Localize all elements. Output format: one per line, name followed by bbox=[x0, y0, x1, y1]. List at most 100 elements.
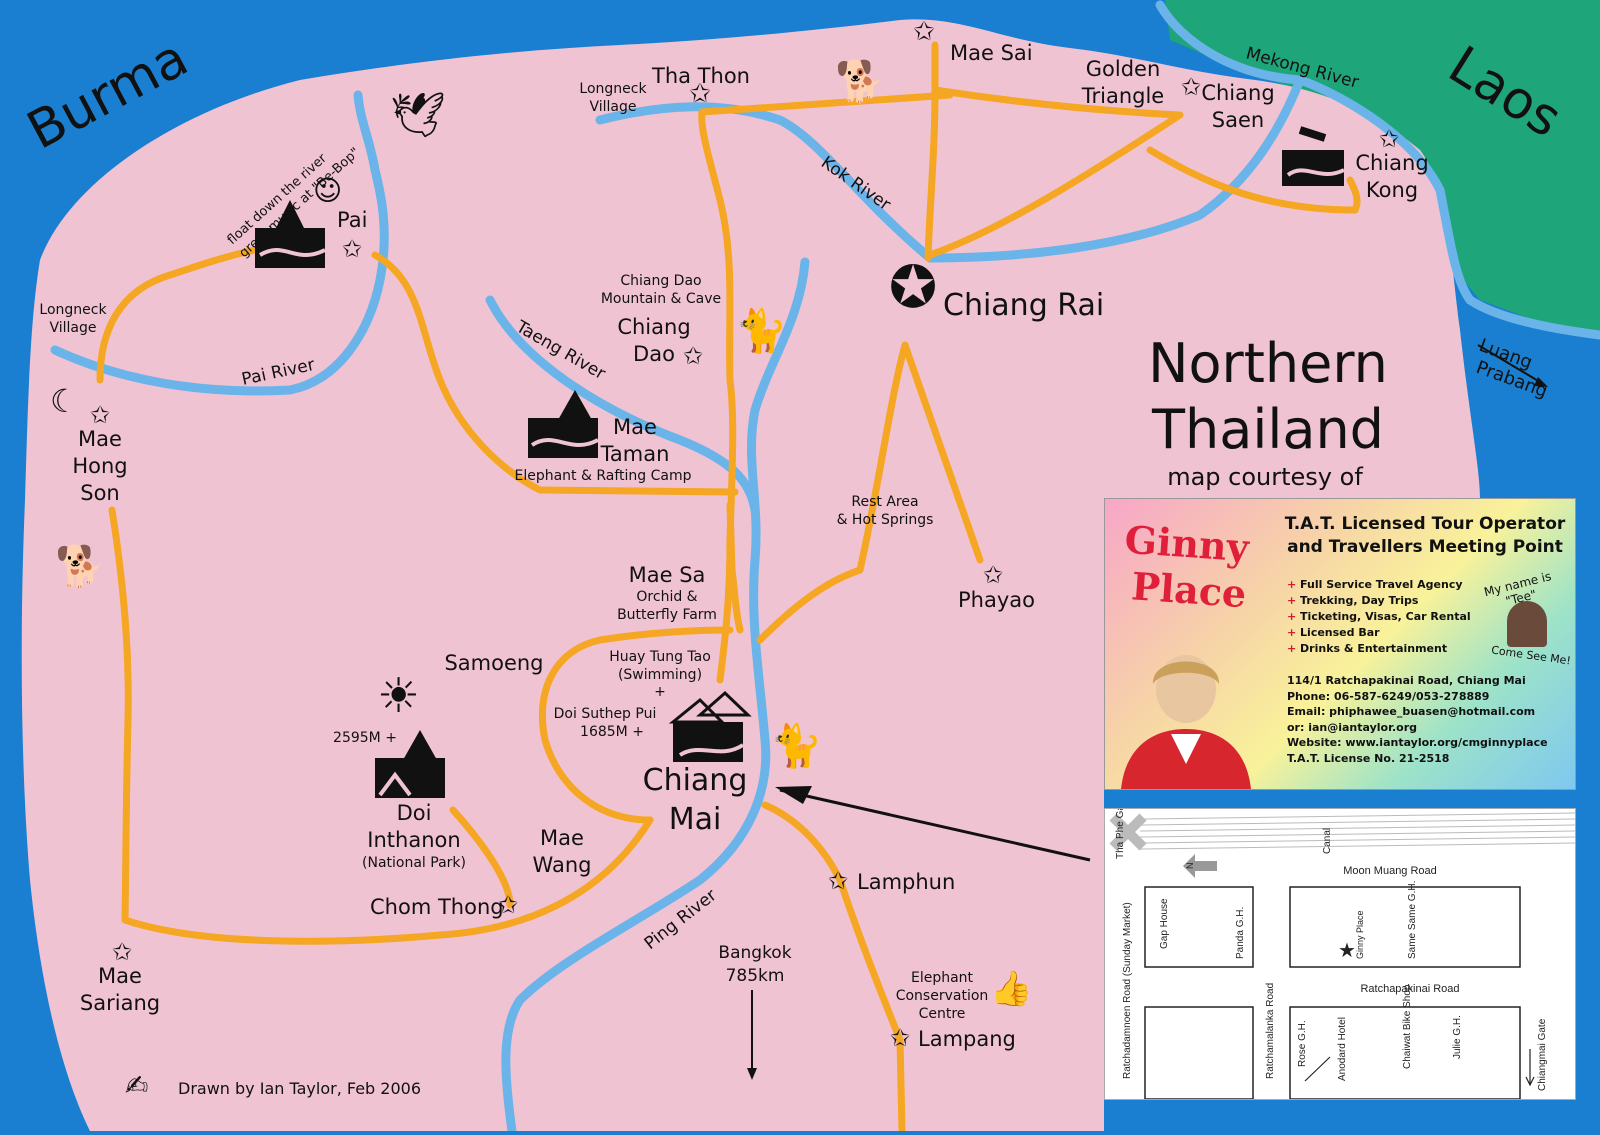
chiang-saen-2: Saen bbox=[1212, 108, 1264, 132]
mae-sariang-2: Sariang bbox=[80, 991, 160, 1015]
huay-tung-tao-3: + bbox=[654, 684, 666, 700]
star-icon: ✩ bbox=[498, 891, 518, 919]
phayao-label: Phayao bbox=[958, 588, 1035, 612]
luang-prabang-arrow bbox=[1477, 344, 1546, 386]
mae-hong-son-3: Son bbox=[80, 481, 120, 505]
ad-see-me: Come See Me! bbox=[1490, 643, 1572, 668]
doi-inthanon-1: Doi bbox=[397, 801, 432, 825]
lampang-label: Lampang bbox=[918, 1027, 1016, 1051]
street-ratchamalanka: Ratchamalanka Road bbox=[1265, 983, 1276, 1079]
mae-wang-1: Mae bbox=[540, 826, 584, 850]
cat-icon: 🐈 bbox=[770, 721, 822, 770]
sun-icon: ☀ bbox=[377, 668, 420, 724]
golden-triangle-1: Golden bbox=[1086, 57, 1161, 81]
road-golden-triangle bbox=[926, 86, 1361, 259]
mae-taman-camp: Elephant & Rafting Camp bbox=[514, 468, 691, 484]
block bbox=[1289, 886, 1521, 968]
street-panda: Panda G.H. bbox=[1235, 907, 1246, 959]
road-pai-chiang-mai bbox=[371, 251, 739, 496]
dog-icon: 🐕 bbox=[55, 543, 105, 590]
smiley-icon: ☺ bbox=[313, 174, 342, 207]
dove-icon: 🕊 bbox=[390, 90, 446, 141]
mae-sa-farm-2: Butterfly Farm bbox=[617, 607, 717, 623]
ad-headline-line2: and Travellers Meeting Point bbox=[1287, 537, 1563, 557]
mae-sariang-1: Mae bbox=[98, 964, 142, 988]
street-julie: Julie G.H. bbox=[1452, 1015, 1463, 1059]
street-same-same: Same Same G.H. bbox=[1407, 881, 1418, 959]
ginny-place-star-icon: ★ bbox=[1338, 940, 1356, 962]
ad-headline-line1: T.A.T. Licensed Tour Operator bbox=[1284, 514, 1566, 534]
street-anodard: Anodard Hotel bbox=[1337, 1017, 1348, 1081]
road-mae-sariang-chom-thong bbox=[121, 816, 654, 945]
longneck-village-north-2: Village bbox=[589, 99, 636, 115]
doi-inthanon-height: 2595M + bbox=[333, 730, 397, 746]
ad-service-item: Drinks & Entertainment bbox=[1287, 641, 1471, 657]
road-chiang-mai-chiang-dao-tha-thon bbox=[698, 91, 954, 684]
ad-license: T.A.T. License No. 21-2518 bbox=[1287, 751, 1450, 765]
title-line2: Thailand bbox=[1151, 398, 1384, 461]
ad-email: Email: phiphawee_buasen@hotmail.com bbox=[1287, 705, 1536, 718]
ad-phone: Phone: 06-587-6249/053-278889 bbox=[1287, 689, 1490, 703]
canal-hatching bbox=[1139, 812, 1575, 850]
street-chiangmai-gate: Chiangmai Gate bbox=[1537, 1018, 1548, 1091]
moon-icon: ☾ bbox=[50, 382, 79, 420]
chiang-mai-1: Chiang bbox=[643, 763, 748, 798]
mae-sa-farm-1: Orchid & bbox=[636, 589, 697, 605]
street-ratchadamnoen: Ratchadamnoen Road (Sunday Market) bbox=[1122, 902, 1133, 1079]
mae-wang-2: Wang bbox=[533, 853, 592, 877]
chiang-kong-2: Kong bbox=[1366, 178, 1418, 202]
longneck-village-west-2: Village bbox=[49, 320, 96, 336]
chiang-saen-1: Chiang bbox=[1201, 81, 1274, 105]
lamphun-label: Lamphun bbox=[857, 870, 955, 894]
doi-inthanon-park-icon bbox=[375, 730, 445, 798]
doi-suthep-1: Doi Suthep Pui bbox=[554, 706, 657, 722]
mae-hong-son-1: Mae bbox=[78, 427, 122, 451]
star-icon: ✩ bbox=[112, 938, 132, 966]
rose-arrow bbox=[1304, 1056, 1331, 1082]
ad-contact: 114/1 Ratchapakinai Road, Chiang Mai Pho… bbox=[1287, 673, 1548, 766]
elephant-centre-1: Elephant bbox=[911, 970, 974, 986]
kok-river bbox=[595, 102, 935, 263]
tee-photo bbox=[1507, 601, 1547, 647]
laos-region bbox=[1165, 0, 1600, 330]
cat-icon: 🐈 bbox=[735, 306, 787, 355]
chiang-rai-label: Chiang Rai bbox=[943, 288, 1104, 323]
road-doi-inthanon bbox=[449, 806, 514, 909]
doi-inthanon-2: Inthanon bbox=[367, 828, 460, 852]
chiang-dao-cave-1: Chiang Dao bbox=[620, 273, 701, 289]
mae-taman-1: Mae bbox=[613, 415, 657, 439]
rest-area-2: & Hot Springs bbox=[837, 512, 934, 528]
bangkok-1: Bangkok bbox=[718, 943, 791, 963]
star-icon: ✩ bbox=[1181, 73, 1201, 101]
street-chaiwat: Chaiwat Bike Shop bbox=[1402, 984, 1413, 1069]
star-icon: ✩ bbox=[890, 1024, 910, 1052]
chiang-rai-star-icon: ✪ bbox=[889, 253, 938, 321]
star-icon: ✩ bbox=[689, 79, 711, 109]
chom-thong-label: Chom Thong bbox=[370, 895, 504, 919]
road-mae-hong-son-pai bbox=[96, 246, 259, 384]
thumbs-up-icon: 👍 bbox=[990, 969, 1032, 1009]
author-credit: Drawn by Ian Taylor, Feb 2006 bbox=[178, 1079, 421, 1098]
longneck-village-west-1: Longneck bbox=[39, 302, 107, 318]
ad-address: 114/1 Ratchapakinai Road, Chiang Mai bbox=[1287, 674, 1526, 687]
street-map-inset: Tha Phe Gate Canal Moon Muang Road N Rat… bbox=[1104, 808, 1576, 1100]
chiang-kong-1: Chiang bbox=[1355, 151, 1428, 175]
ad-brand: Ginny Place bbox=[1120, 517, 1251, 617]
title-line1: Northern bbox=[1148, 332, 1388, 395]
gate-icon bbox=[1109, 813, 1147, 851]
street-rose: Rose G.H. bbox=[1297, 1020, 1308, 1067]
star-icon: ✩ bbox=[683, 342, 703, 370]
pen-icon: ✍ bbox=[125, 1069, 148, 1102]
huay-tung-tao-1: Huay Tung Tao bbox=[609, 649, 711, 665]
chiang-kong-park-icon bbox=[1282, 126, 1345, 186]
gate-arrow bbox=[1525, 1049, 1535, 1087]
elephant-centre-3: Centre bbox=[919, 1006, 966, 1022]
street-moon-muang: Moon Muang Road bbox=[1343, 865, 1437, 877]
road-chiang-mai-lamphun-lampang bbox=[761, 801, 906, 1135]
ad-service-item: Ticketing, Visas, Car Rental bbox=[1287, 609, 1471, 625]
star-icon: ✩ bbox=[1379, 125, 1399, 153]
ad-email2: or: ian@iantaylor.org bbox=[1287, 720, 1417, 734]
street-north: N bbox=[1185, 863, 1195, 870]
pai-label: Pai bbox=[337, 208, 367, 232]
